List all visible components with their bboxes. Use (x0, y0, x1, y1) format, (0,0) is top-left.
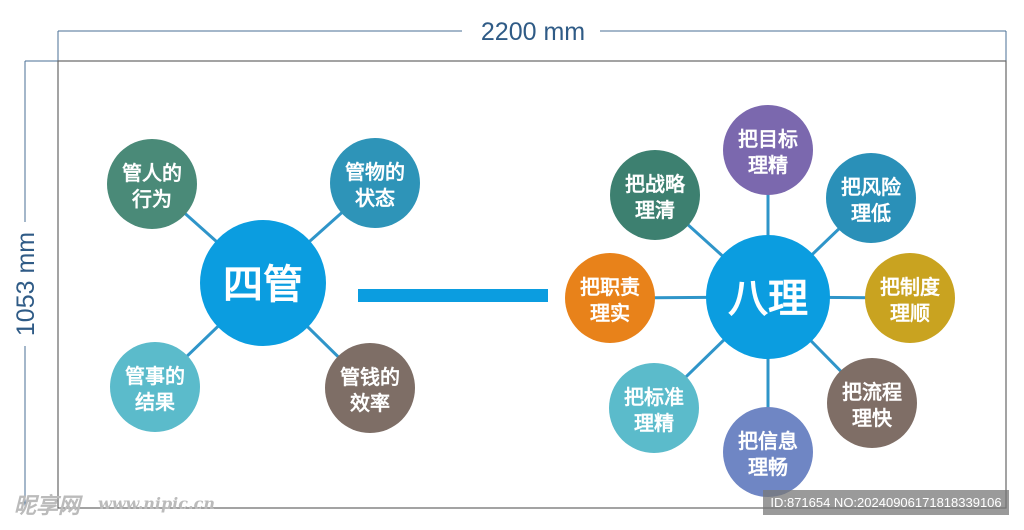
board-frame (57, 60, 1007, 509)
node-circle (826, 153, 916, 243)
hub-circle (706, 235, 830, 359)
node-circle (325, 343, 415, 433)
node-circle (565, 253, 655, 343)
node-circle (827, 358, 917, 448)
connector-bar (358, 289, 548, 302)
node-label-line2: 理精 (634, 411, 674, 435)
node-circle (723, 105, 813, 195)
node-circle (723, 407, 813, 497)
node-label-line2: 理实 (590, 301, 630, 325)
node-label-line1: 把战略 (625, 172, 686, 196)
hub-label: 八理 (728, 276, 808, 322)
node-label-line2: 理快 (852, 406, 893, 430)
node-circle (865, 253, 955, 343)
eight-principles-cluster: 八理把目标理精把战略理清把风险理低把职责理实把制度理顺把标准理精把信息理畅把流程… (565, 105, 955, 497)
node-label-line1: 把标准 (624, 385, 684, 409)
node-label-line1: 把制度 (880, 275, 941, 299)
node-circle (110, 342, 200, 432)
watermark-logo: 昵享网 (14, 494, 81, 519)
node-label-line2: 理低 (851, 201, 891, 225)
node-label-line2: 状态 (355, 186, 395, 210)
node-label-line1: 把风险 (841, 175, 902, 199)
node-circle (107, 139, 197, 229)
node-label-line1: 把流程 (842, 380, 902, 404)
width-dimension-label: 2200 mm (481, 18, 585, 46)
node-label-line1: 把信息 (738, 429, 798, 453)
node-label-line2: 结果 (135, 390, 175, 414)
watermark-id: ID:871654 NO:20240906171818339106 (763, 490, 1009, 515)
node-label-line1: 管人的 (122, 161, 182, 185)
node-label-line2: 理精 (748, 153, 788, 177)
node-label-line2: 理顺 (890, 301, 930, 325)
node-circle (609, 363, 699, 453)
node-label-line1: 管物的 (345, 160, 405, 184)
hub-circle (200, 220, 326, 346)
node-circle (610, 150, 700, 240)
height-dimension-label: 1053 mm (12, 232, 40, 336)
node-label-line1: 把目标 (738, 127, 798, 151)
dimension-lines (24, 30, 1007, 508)
node-label-line2: 理清 (635, 198, 675, 222)
node-circle (330, 138, 420, 228)
node-label-line2: 理畅 (748, 455, 788, 479)
node-label-line2: 行为 (131, 187, 172, 211)
node-label-line1: 管钱的 (340, 365, 400, 389)
node-label-line1: 把职责 (580, 275, 640, 299)
node-label-line1: 管事的 (125, 364, 185, 388)
hub-label: 四管 (223, 262, 303, 308)
node-label-line2: 效率 (350, 391, 390, 415)
watermark-url: www.nipic.cn (98, 494, 215, 513)
